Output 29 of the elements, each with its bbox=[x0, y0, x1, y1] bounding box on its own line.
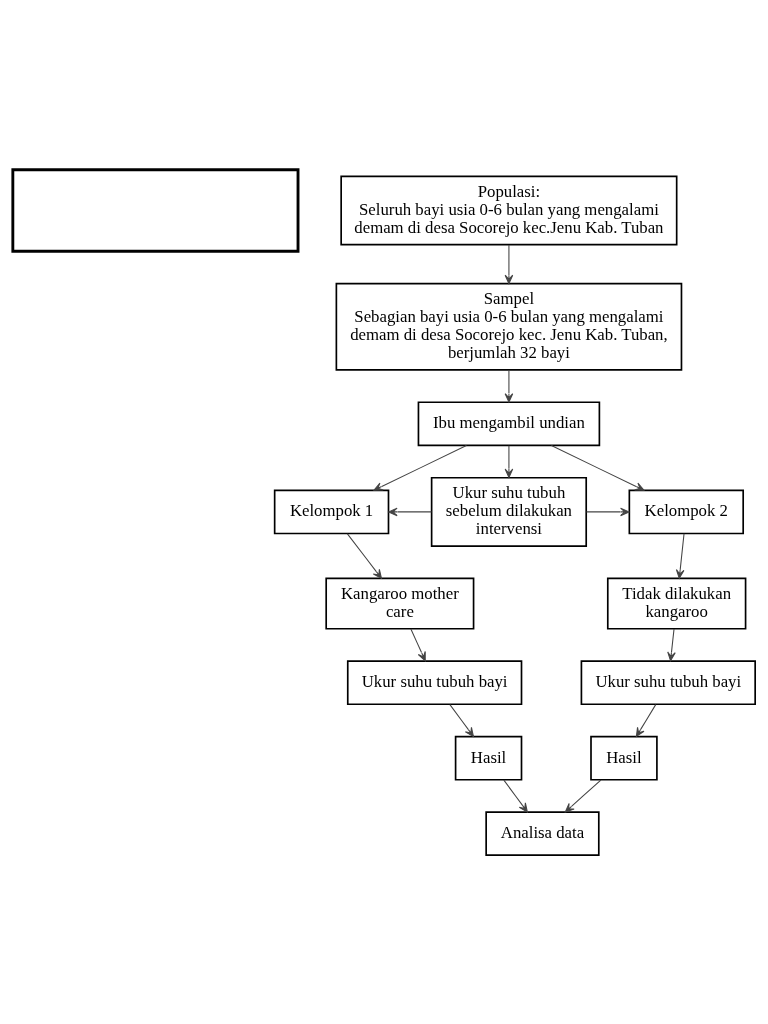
node-box: Sampel Sebagian bayi usia 0-6 bulan yang mengalami demam di desa Socorejo kec. Jenu Kab. Tuban, berjumlah 32 bayi bbox=[335, 282, 683, 371]
arrow bbox=[410, 628, 426, 661]
node-box: Kelompok 1 bbox=[273, 489, 390, 534]
arrow bbox=[667, 628, 676, 661]
node-box: Analisa data bbox=[485, 810, 600, 856]
arrow bbox=[449, 703, 474, 737]
node-box: Kangaroo mother care bbox=[325, 577, 475, 630]
arrow bbox=[675, 532, 685, 579]
node-box: Ibu mengambil undian bbox=[417, 400, 601, 446]
arrow bbox=[504, 369, 514, 403]
arrow bbox=[550, 444, 645, 491]
arrow bbox=[635, 703, 657, 737]
node-box: Kelompok 2 bbox=[628, 489, 744, 534]
arrow bbox=[564, 779, 602, 812]
node-box: Ukur suhu tubuh bayi bbox=[580, 659, 756, 705]
node-box: Populasi: Seluruh bayi usia 0-6 bulan yang mengalami demam di desa Socorejo kec.Jenu Kab. Tuban bbox=[340, 175, 678, 246]
node-box bbox=[11, 167, 300, 253]
arrow bbox=[346, 532, 382, 579]
arrow bbox=[388, 507, 432, 516]
arrow bbox=[503, 779, 528, 812]
node-box: Ukur suhu tubuh bayi bbox=[346, 659, 523, 705]
arrow bbox=[504, 243, 514, 284]
node-box: Ukur suhu tubuh sebelum dilakukan intervensi bbox=[430, 476, 588, 547]
arrow bbox=[373, 444, 467, 491]
arrow bbox=[504, 444, 514, 478]
node-box: Hasil bbox=[454, 735, 523, 781]
arrow bbox=[585, 507, 630, 516]
node-box: Hasil bbox=[590, 735, 658, 781]
node-box: Tidak dilakukan kangaroo bbox=[606, 577, 747, 630]
